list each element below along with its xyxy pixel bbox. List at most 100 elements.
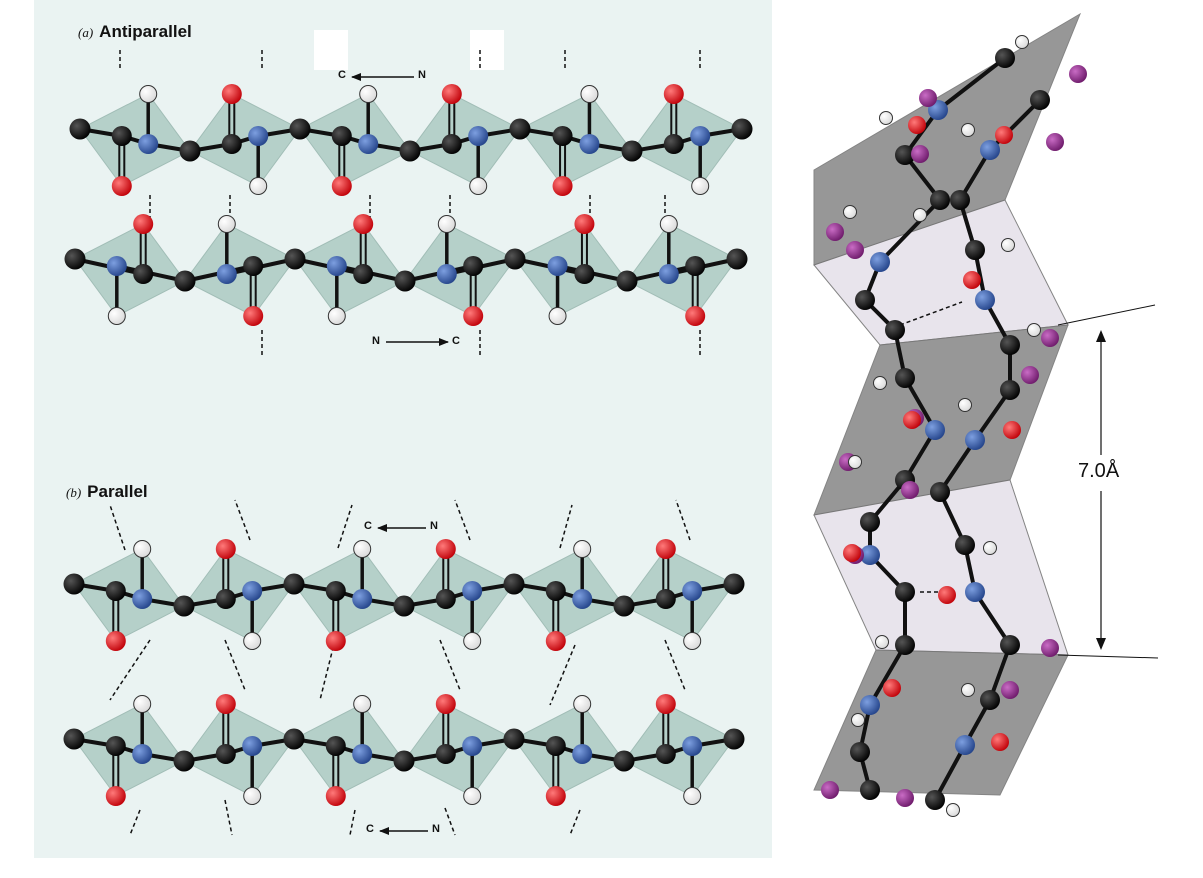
carbon-atom (925, 790, 945, 810)
hydrogen-atom (217, 215, 236, 233)
hydrogen-atom (548, 307, 567, 325)
hydrogen-atom (946, 803, 960, 817)
carbon-atom (655, 589, 676, 609)
nitrogen-atom (975, 290, 995, 310)
carbon-atom (613, 595, 635, 617)
side-chain-atom (919, 89, 937, 107)
nitrogen-atom (326, 256, 347, 276)
nitrogen-atom (870, 252, 890, 272)
nitrogen-atom (462, 736, 483, 756)
hydrogen-bond (664, 639, 686, 691)
side-chain-atom (1046, 133, 1064, 151)
peptide-planes (73, 93, 743, 797)
hydrogen-bond (109, 504, 126, 551)
hydrogen-atom (133, 540, 152, 558)
oxygen-atom (463, 306, 484, 326)
oxygen-atom (938, 586, 956, 604)
oxygen-atom (325, 631, 346, 651)
nitrogen-atom (138, 134, 159, 154)
hydrogen-atom (133, 695, 152, 713)
hydrogen-atom (958, 398, 972, 412)
atoms (63, 35, 1087, 817)
hydrogen-atom (1027, 323, 1041, 337)
carbon-atom (855, 290, 875, 310)
carbon-atom (435, 744, 456, 764)
carbon-atom (179, 140, 201, 162)
carbon-atom (173, 750, 195, 772)
carbon-atom (655, 744, 676, 764)
nitrogen-atom (658, 264, 679, 284)
panel-b-title: (b)Parallel (66, 482, 148, 501)
carbon-atom (325, 736, 346, 756)
direction-label-b-bottom-n: N (432, 823, 440, 835)
hydrogen-atom (359, 85, 378, 103)
oxygen-atom (111, 176, 132, 196)
carbon-atom (283, 573, 305, 595)
white-tab (470, 30, 504, 70)
hydrogen-atom (573, 540, 592, 558)
hydrogen-atom (573, 695, 592, 713)
pleated-sheet-planes (813, 12, 1082, 796)
carbon-atom (895, 145, 915, 165)
oxygen-atom (215, 539, 236, 559)
hydrogen-atom (139, 85, 158, 103)
carbon-atom (105, 736, 126, 756)
hydrogen-atom (683, 787, 702, 805)
hydrogen-atom (353, 695, 372, 713)
hydrogen-atom (463, 787, 482, 805)
oxygen-atom (325, 786, 346, 806)
oxygen-atom (685, 306, 706, 326)
side-chain-atom (1041, 639, 1059, 657)
oxygen-atom (908, 116, 926, 134)
nitrogen-atom (352, 744, 373, 764)
oxygen-atom (331, 176, 352, 196)
nitrogen-atom (579, 134, 600, 154)
carbon-atom (860, 780, 880, 800)
covalent-bond (878, 198, 942, 264)
carbon-atom (1000, 335, 1020, 355)
white-tab (314, 30, 348, 70)
covalent-bond (868, 643, 907, 707)
nitrogen-atom (965, 430, 985, 450)
carbon-atom (895, 635, 915, 655)
hydrogen-atom (843, 205, 857, 219)
hydrogen-atom (879, 111, 893, 125)
direction-label-b-top-n: N (430, 520, 438, 532)
oxygen-atom (903, 411, 921, 429)
direction-label-a-top-n: N (418, 69, 426, 81)
carbon-atom (503, 573, 525, 595)
hydrogen-bond (549, 644, 576, 706)
hydrogen-bond (559, 504, 573, 549)
carbon-atom (353, 264, 374, 284)
hydrogen-atom (873, 376, 887, 390)
covalent-bond (936, 56, 1007, 112)
carbon-atom (613, 750, 635, 772)
oxygen-atom (963, 271, 981, 289)
carbon-atom (950, 190, 970, 210)
carbon-atom (980, 690, 1000, 710)
hydrogen-bond (675, 499, 691, 541)
oxygen-atom (435, 694, 456, 714)
hydrogen-atom (243, 787, 262, 805)
hydrogen-atom (463, 632, 482, 650)
carbon-atom (215, 744, 236, 764)
side-chain-atom (821, 781, 839, 799)
oxygen-atom (215, 694, 236, 714)
carbon-atom (133, 264, 154, 284)
oxygen-atom (133, 214, 154, 234)
oxygen-atom (435, 539, 456, 559)
carbon-atom (1030, 90, 1050, 110)
side-chain-atom (896, 789, 914, 807)
oxygen-atom (655, 539, 676, 559)
nitrogen-atom (955, 735, 975, 755)
side-chain-atom (1001, 681, 1019, 699)
carbon-atom (860, 512, 880, 532)
carbon-atom (243, 256, 264, 276)
nitrogen-atom (572, 744, 593, 764)
carbon-atom (885, 320, 905, 340)
oxygen-atom (105, 786, 126, 806)
oxygen-atom (843, 544, 861, 562)
hydrogen-atom (1001, 238, 1015, 252)
carbon-atom (685, 256, 706, 276)
side-chain-atom (1021, 366, 1039, 384)
